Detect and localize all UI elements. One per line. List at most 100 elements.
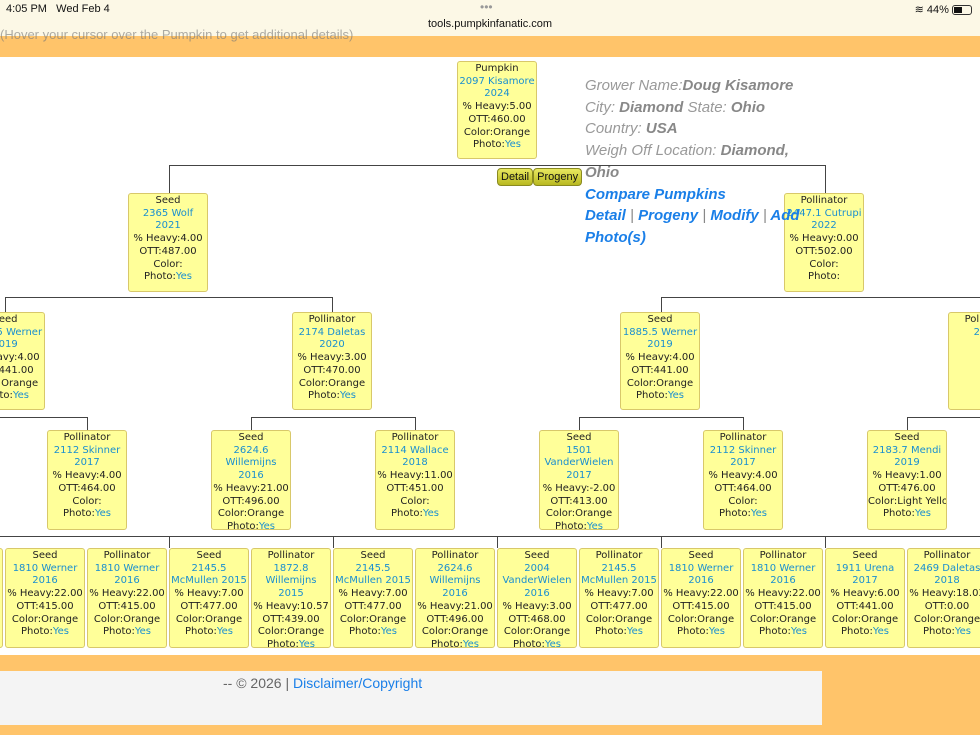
- pumpkin-link[interactable]: 1911 Urena 2017: [835, 562, 895, 587]
- add-photos-link[interactable]: Add Photo(s): [585, 207, 800, 246]
- photo-yes-link[interactable]: Yes: [422, 508, 440, 520]
- pumpkin-link[interactable]: 1872.8 Willemijns 2015: [265, 562, 317, 600]
- node-photo: Photo:Yes: [348, 626, 398, 638]
- pumpkin-link[interactable]: 2365 Wolf 2021: [142, 207, 194, 232]
- node-heavy: % Heavy:7.00: [174, 588, 244, 600]
- pumpkin-link[interactable]: 1885.5 Werner 2019: [0, 326, 43, 351]
- photo-yes-link[interactable]: Yes: [339, 390, 357, 402]
- pumpkin-node-partial[interactable]: [0, 548, 3, 648]
- photo-yes-link[interactable]: Yes: [914, 508, 932, 520]
- node-photo: Photo:Yes: [430, 638, 480, 648]
- pumpkin-link[interactable]: 1810 Werner 2016: [12, 562, 78, 587]
- detail-link[interactable]: Detail: [585, 207, 626, 225]
- node-role: Seed: [688, 550, 714, 561]
- detail-button[interactable]: Detail: [497, 168, 534, 186]
- pumpkin-link[interactable]: 1885.5 Werner 2019: [622, 326, 698, 351]
- progeny-link[interactable]: Progeny: [638, 207, 699, 225]
- photo-yes-link[interactable]: Yes: [134, 626, 152, 638]
- disclaimer-link[interactable]: Disclaimer/Copyright: [292, 675, 423, 691]
- address-bar-url[interactable]: tools.pumpkinfanatic.com: [427, 18, 553, 30]
- photo-yes-link[interactable]: Yes: [872, 626, 890, 638]
- connector-line: [169, 165, 170, 193]
- node-ott: OTT:502.00: [795, 245, 853, 257]
- connector-line: [5, 297, 6, 312]
- pumpkin-link[interactable]: 2112 Skinner 2017: [53, 444, 121, 469]
- footer: -- © 2026 | Disclaimer/Copyright: [0, 655, 980, 735]
- pumpkin-link[interactable]: 2174 Daletas 2020: [298, 326, 366, 351]
- pumpkin-link[interactable]: 2096.: [973, 326, 980, 338]
- footer-panel: [0, 671, 822, 725]
- compare-pumpkins-link[interactable]: Compare Pumpkins: [585, 185, 726, 203]
- pumpkin-link[interactable]: 2145.5 McMullen 2015: [171, 562, 247, 587]
- photo-yes-link[interactable]: Yes: [52, 626, 70, 638]
- pumpkin-link[interactable]: 2097 Kisamore 2024: [459, 75, 535, 100]
- node-color: Color:Orange: [421, 626, 489, 638]
- hover-hint: (Hover your cursor over the Pumpkin to g…: [0, 27, 354, 42]
- photo-yes-link[interactable]: Yes: [298, 638, 316, 648]
- modify-link[interactable]: Modify: [710, 207, 759, 225]
- node-photo: Photo:Yes: [266, 638, 316, 648]
- connector-line: [907, 417, 980, 418]
- pumpkin-link[interactable]: 2145.5 McMullen 2015: [581, 562, 657, 587]
- photo-yes-link[interactable]: Yes: [708, 626, 726, 638]
- pumpkin-link[interactable]: 2183.7 Mendi 2019: [872, 444, 942, 469]
- pumpkin-node-pollinator[interactable]: Pollinator2096.: [948, 312, 980, 410]
- pumpkin-link[interactable]: 2624.6 Willemijns 2016: [429, 562, 481, 600]
- photo-yes-link[interactable]: Yes: [750, 508, 768, 520]
- pumpkin-link[interactable]: 2624.6 Willemijns 2016: [225, 444, 277, 482]
- progeny-button[interactable]: Progeny: [533, 168, 583, 186]
- photo-yes-link[interactable]: Yes: [380, 626, 398, 638]
- photo-yes-link[interactable]: Yes: [12, 390, 30, 402]
- pumpkin-link[interactable]: 2112 Skinner 2017: [709, 444, 777, 469]
- photo-yes-link[interactable]: Yes: [504, 139, 522, 151]
- photo-yes-link[interactable]: Yes: [790, 626, 808, 638]
- pumpkin-link[interactable]: 2469 Daletas 2018: [913, 562, 980, 587]
- pumpkin-link[interactable]: 1810 Werner 2016: [750, 562, 816, 587]
- photo-yes-link[interactable]: Yes: [258, 520, 276, 530]
- photo-yes-link[interactable]: Yes: [626, 626, 644, 638]
- grower-info: Grower Name:Doug Kisamore City: Diamond …: [585, 77, 800, 246]
- pumpkin-link[interactable]: 1810 Werner 2016: [94, 562, 160, 587]
- more-dots-icon[interactable]: •••: [480, 0, 493, 14]
- pumpkin-link[interactable]: 1501 VanderWielen 2017: [544, 444, 614, 482]
- node-ott: OTT:451.00: [386, 482, 444, 494]
- pumpkin-link[interactable]: 2447.1 Cutrupi 2022: [786, 207, 862, 232]
- photo-yes-link[interactable]: Yes: [954, 626, 972, 638]
- photo-yes-link[interactable]: Yes: [94, 508, 112, 520]
- node-ott: OTT:439.00: [262, 613, 320, 625]
- pumpkin-link[interactable]: 2145.5 McMullen 2015: [335, 562, 411, 587]
- photo-yes-link[interactable]: Yes: [586, 520, 604, 530]
- photo-yes-link[interactable]: Yes: [544, 638, 562, 648]
- photo-yes-link[interactable]: Yes: [216, 626, 234, 638]
- pumpkin-link[interactable]: 2004 VanderWielen 2016: [502, 562, 572, 600]
- photo-yes-link[interactable]: Yes: [667, 390, 685, 402]
- pumpkin-link[interactable]: 1810 Werner 2016: [668, 562, 734, 587]
- pumpkin-link[interactable]: 2114 Wallace 2018: [381, 444, 449, 469]
- photo-yes-link[interactable]: Yes: [175, 271, 193, 283]
- photo-yes-link[interactable]: Yes: [462, 638, 480, 648]
